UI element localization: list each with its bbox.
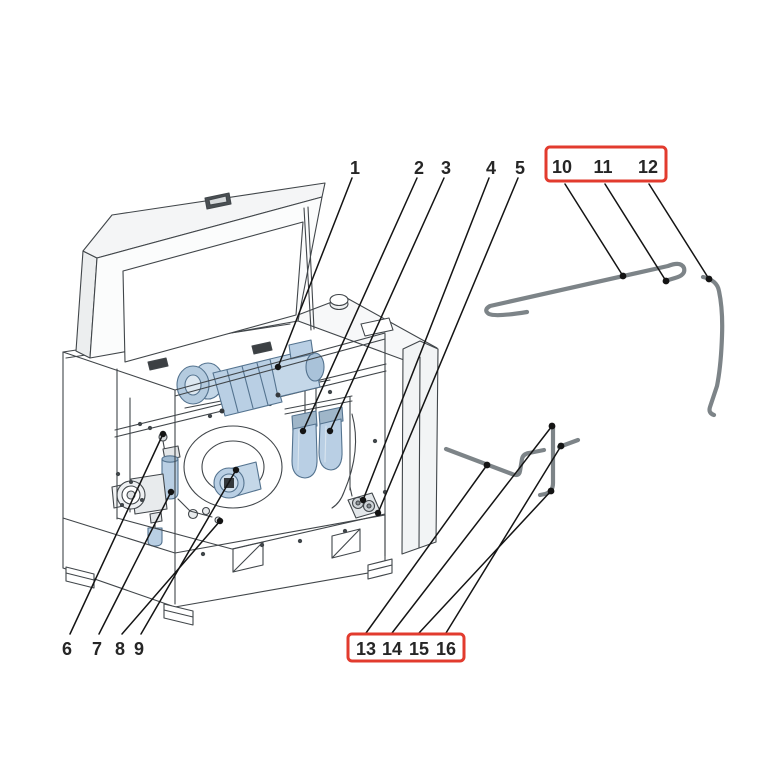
lid-inner-panel — [122, 221, 304, 363]
filter-left — [291, 410, 318, 479]
filter-right — [318, 406, 344, 471]
callout-10: 10 — [552, 157, 572, 177]
callout-6: 6 — [62, 639, 72, 659]
callout-5: 5 — [515, 158, 525, 178]
callout-2: 2 — [414, 158, 424, 178]
callout-labels: 1 2 3 4 5 10 11 12 6 7 8 9 13 14 15 16 — [62, 157, 658, 659]
lid — [75, 182, 326, 363]
hose — [331, 413, 357, 509]
callout-4: 4 — [486, 158, 496, 178]
callout-1: 1 — [350, 158, 360, 178]
vent-slot — [331, 528, 361, 559]
machine-foot — [163, 603, 194, 626]
motor-pump-assembly — [176, 339, 331, 417]
valve-block — [347, 486, 381, 519]
pipe-z-tube — [443, 446, 547, 478]
callout-16: 16 — [436, 639, 456, 659]
lid-strut — [303, 207, 312, 331]
hinge-clip — [251, 341, 273, 355]
callout-9: 9 — [134, 639, 144, 659]
machine-foot — [367, 558, 393, 580]
vent-slot — [232, 541, 264, 573]
leader-lines — [69, 177, 713, 635]
callout-11: 11 — [593, 157, 612, 177]
callout-8: 8 — [115, 639, 125, 659]
callout-7: 7 — [92, 639, 102, 659]
highlight-box-13-16 — [346, 632, 466, 663]
callout-15: 15 — [409, 639, 429, 659]
pipe-long-rod — [484, 261, 687, 318]
callout-13: 13 — [356, 639, 376, 659]
callout-12: 12 — [638, 157, 658, 177]
pipe-curved-drop — [700, 274, 725, 418]
callout-3: 3 — [441, 158, 451, 178]
pipe-vertical-elbow — [537, 423, 556, 498]
cabinet-rear — [62, 293, 439, 555]
hinge-clip — [147, 357, 169, 371]
callout-14: 14 — [382, 639, 402, 659]
gear-pump — [111, 473, 168, 515]
pipe-assemblies — [443, 261, 725, 498]
highlight-box-10-12 — [544, 145, 668, 183]
machine-foot — [65, 566, 95, 589]
